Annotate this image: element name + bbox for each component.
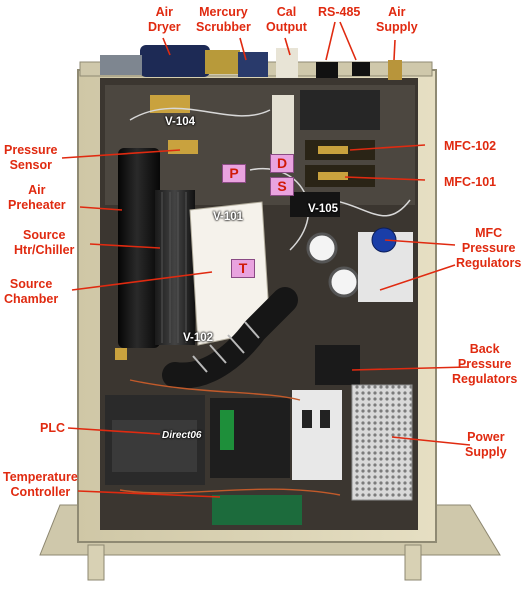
label-mfc-101: MFC-101 <box>444 175 497 189</box>
label-mfc-pressure-regulators: MFC Pressure Regulators <box>456 226 522 270</box>
rs485-connector <box>316 62 338 78</box>
valve-label-v105: V-105 <box>308 203 339 215</box>
air-dryer-body <box>140 45 210 77</box>
valve-label-v104: V-104 <box>165 116 196 128</box>
power-supply-body <box>351 384 413 501</box>
label-mfc-102: MFC-102 <box>444 139 497 153</box>
cal-output-fitting <box>276 48 298 78</box>
air-preheater <box>118 148 160 348</box>
back-pressure-regulators-body <box>315 345 360 385</box>
gauge-lower <box>328 266 360 298</box>
label-back-pressure-regulators: Back Pressure Regulators <box>452 342 518 386</box>
valve-label-v101: V-101 <box>213 211 244 223</box>
tag-p: P <box>222 164 246 183</box>
tag-t: T <box>231 259 255 278</box>
tag-s: S <box>270 177 294 196</box>
source-htr-chiller <box>155 190 195 345</box>
center-manifold <box>272 95 294 155</box>
left-foot <box>87 544 105 581</box>
mercury-scrubber-body <box>238 52 268 77</box>
label-plc: PLC <box>40 421 65 435</box>
label-rs485: RS-485 <box>318 5 361 19</box>
air-supply-fitting <box>388 60 402 80</box>
plc-logo-text: Direct06 <box>162 430 202 441</box>
right-foot <box>404 544 422 581</box>
tag-d: D <box>270 154 294 173</box>
valve-label-v102: V-102 <box>183 332 214 344</box>
gauge-upper <box>306 232 338 264</box>
